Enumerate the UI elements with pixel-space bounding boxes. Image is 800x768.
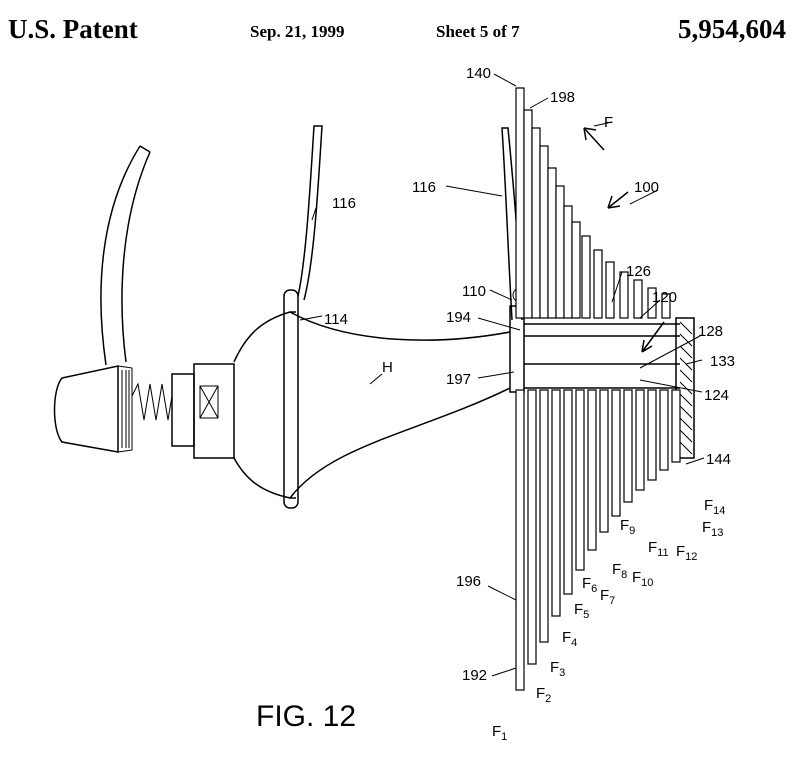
sprocket-label-f4: F4 — [562, 629, 577, 649]
freewheel-body — [524, 323, 680, 389]
sprocket-label-f14: F14 — [704, 497, 725, 517]
label-196: 196 — [456, 573, 481, 590]
label-198: 198 — [550, 89, 575, 106]
end-cap-133 — [675, 317, 695, 459]
hub-flange — [283, 289, 299, 509]
label-194: 194 — [446, 309, 471, 326]
sprocket-label-f6: F6 — [582, 575, 597, 595]
arrow-F — [583, 127, 605, 151]
knob-knurl — [117, 365, 133, 453]
sprocket-label-f12: F12 — [676, 543, 697, 563]
adjustment-nut — [193, 363, 235, 459]
sprocket-label-f7: F7 — [600, 587, 615, 607]
sprocket-label-f2: F2 — [536, 685, 551, 705]
lower-sprocket-stack — [515, 389, 681, 691]
sprocket-label-f8: F8 — [612, 561, 627, 581]
label-120: 120 — [652, 289, 677, 306]
arrow-100 — [607, 191, 629, 209]
sprocket-label-f13: F13 — [702, 519, 723, 539]
spring — [131, 382, 173, 421]
label-128: 128 — [698, 323, 723, 340]
label-116-left: 116 — [332, 195, 356, 212]
label-116-right: 116 — [412, 179, 436, 196]
leader-lines — [299, 73, 705, 677]
quick-release-knob — [53, 365, 119, 453]
label-F: F — [604, 114, 613, 131]
sprocket-label-f11: F11 — [648, 539, 669, 559]
sprocket-label-f3: F3 — [550, 659, 565, 679]
lock-nut — [171, 373, 195, 447]
sprocket-label-f1: F1 — [492, 723, 507, 743]
patent-date: Sep. 21, 1999 — [250, 22, 345, 41]
label-124: 124 — [704, 387, 729, 404]
label-100: 100 — [634, 179, 659, 196]
label-192: 192 — [462, 667, 487, 684]
label-197: 197 — [446, 371, 471, 388]
label-144: 144 — [706, 451, 731, 468]
quick-release-lever — [100, 145, 151, 366]
label-H: H — [382, 359, 393, 376]
spoke-left — [297, 125, 323, 301]
label-140: 140 — [466, 65, 491, 82]
label-133: 133 — [710, 353, 735, 370]
sprocket-label-f9: F9 — [620, 517, 635, 537]
sheet-number: Sheet 5 of 7 — [436, 22, 520, 41]
label-110: 110 — [462, 283, 486, 300]
hub-body — [233, 311, 511, 499]
sprocket-label-f5: F5 — [574, 601, 589, 621]
label-114: 114 — [324, 311, 348, 328]
nut-hex-mark — [199, 385, 219, 419]
label-126: 126 — [626, 263, 651, 280]
patent-title: U.S. Patent — [8, 14, 138, 44]
patent-number: 5,954,604 — [678, 14, 786, 44]
sprocket-label-f10: F10 — [632, 569, 653, 589]
arrow-128 — [641, 321, 665, 353]
upper-sprocket-stack — [515, 87, 671, 319]
figure-caption: FIG. 12 — [256, 700, 356, 733]
